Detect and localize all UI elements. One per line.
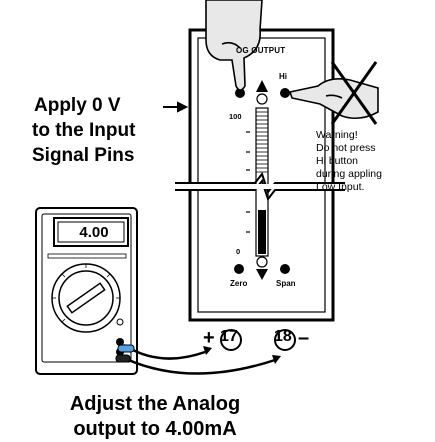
terminal-plus-sign: +: [203, 327, 215, 349]
warning-line-5: Low Input.: [316, 181, 365, 193]
up-indicator: [256, 93, 268, 105]
output-panel-inner: [197, 37, 326, 313]
left-top-button[interactable]: [235, 88, 245, 98]
panel-title: OG OUTPUT: [236, 46, 286, 55]
terminal-17-label: 17: [220, 328, 238, 345]
zero-label: Zero: [230, 279, 248, 288]
zero-button[interactable]: [234, 264, 244, 274]
hi-button[interactable]: [280, 88, 290, 98]
black-probe-plug: [115, 354, 131, 363]
scale-top-label: 100: [229, 112, 242, 121]
bar-graph-segments: [256, 111, 268, 173]
caption-line-2: output to 4.00mA: [73, 418, 237, 440]
scale-bottom-label: 0: [236, 247, 241, 256]
com-jack[interactable]: [116, 338, 124, 346]
terminal-17: [220, 329, 242, 351]
warning-line-2: Do not press: [316, 142, 376, 154]
span-button[interactable]: [280, 264, 290, 274]
instruction-line-2: to the Input: [32, 120, 136, 141]
up-arrow-icon: [256, 80, 268, 92]
instruction-line-1: Apply 0 V: [34, 95, 121, 116]
multimeter: [35, 207, 138, 375]
warning-line-4: during appling: [316, 168, 382, 180]
scale-dashes: [246, 131, 250, 233]
red-probe-plug: [117, 344, 135, 353]
caption: Adjust the Analog output to 4.00mA: [20, 392, 290, 442]
down-arrow-icon: [256, 269, 268, 280]
panel-break: [175, 171, 345, 202]
terminal-minus-sign: –: [298, 327, 310, 349]
meter-display-value: 4.00: [79, 224, 109, 241]
bar-graph-level: [258, 210, 266, 254]
hi-label: Hi: [279, 72, 287, 81]
apply-arrow-icon: [163, 101, 189, 113]
terminal-18-label: 18: [274, 328, 292, 345]
test-leads: [115, 343, 281, 375]
terminal-18: [274, 329, 296, 351]
pressing-hand-icon: [205, 0, 263, 91]
caption-line-1: Adjust the Analog: [69, 393, 241, 415]
prohibited-x-icon: [330, 61, 378, 125]
span-label: Span: [276, 279, 296, 288]
instruction-line-3: Signal Pins: [32, 145, 135, 166]
warning-line-3: Hi button: [316, 155, 359, 167]
warning-line-1: Warning!: [316, 129, 358, 141]
warning-text: Warning! Do not press Hi button during a…: [316, 129, 426, 194]
down-indicator: [256, 256, 268, 268]
